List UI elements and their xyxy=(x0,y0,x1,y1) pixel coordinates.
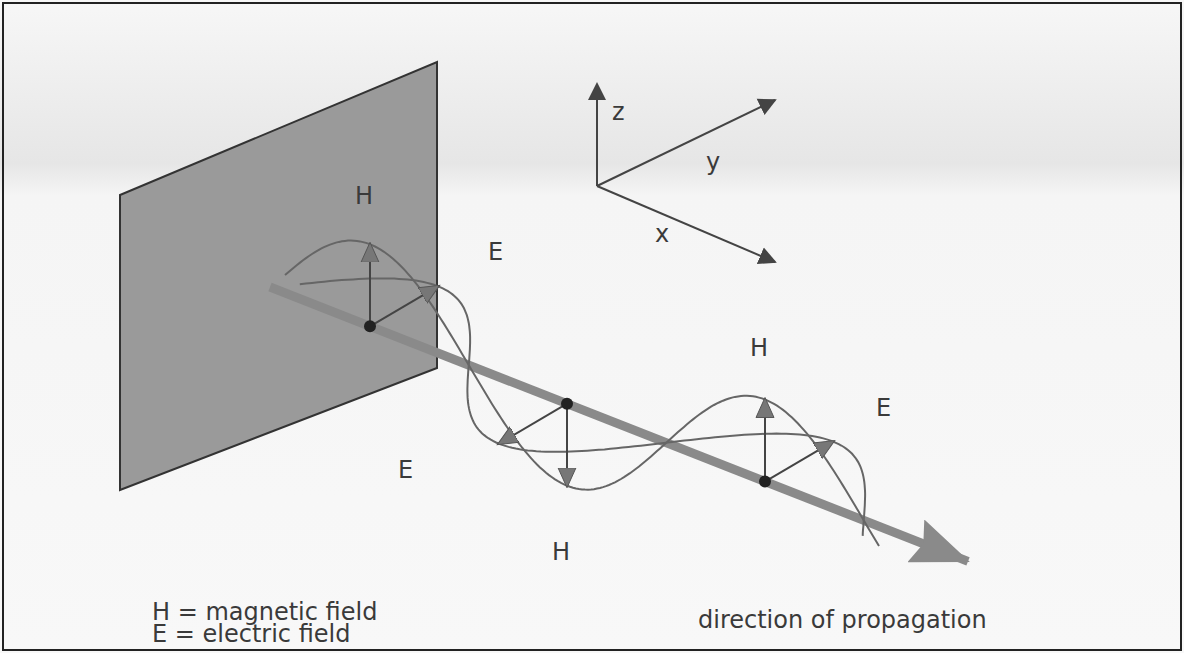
field-label: E xyxy=(398,458,413,482)
legend-note: E = electric field xyxy=(152,622,350,646)
field-label: E xyxy=(876,396,891,420)
e-vector xyxy=(765,442,833,482)
h-vector xyxy=(566,404,568,486)
axis-label: x xyxy=(655,222,669,246)
field-point xyxy=(759,476,771,488)
axis-label: z xyxy=(612,100,625,124)
caption-note: direction of propagation xyxy=(698,608,987,632)
axis-label: y xyxy=(706,150,720,174)
wave-curves xyxy=(270,241,968,562)
e-vector xyxy=(370,286,438,326)
electric-wave xyxy=(300,278,865,536)
field-point xyxy=(561,398,573,410)
field-label: E xyxy=(488,240,503,264)
source-plane xyxy=(120,62,437,490)
field-point xyxy=(364,320,376,332)
frame xyxy=(3,3,1181,650)
field-label: H xyxy=(750,336,768,360)
e-vector xyxy=(499,404,567,444)
magnetic-wave xyxy=(285,241,879,547)
field-label: H xyxy=(552,540,570,564)
h-vector xyxy=(369,244,371,326)
h-vector xyxy=(764,400,766,482)
coordinate-axes xyxy=(597,84,775,262)
legend-note: H = magnetic field xyxy=(152,600,377,624)
field-label: H xyxy=(355,184,373,208)
